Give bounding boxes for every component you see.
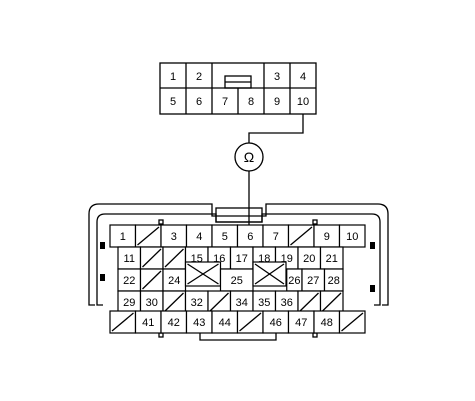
- main-pin-r5-3-label: 42: [168, 317, 180, 329]
- main-pin-r4-6: 34: [229, 290, 254, 314]
- top-pin-2: 2: [196, 71, 202, 83]
- main-pin-28: 28: [323, 268, 344, 292]
- main-pin-r1-6-label: 6: [247, 231, 253, 243]
- main-pin-r1-7-label: 7: [273, 231, 279, 243]
- main-pin-26: 26: [286, 268, 303, 292]
- main-pin-22: 22: [117, 268, 142, 292]
- top-pin-6: 6: [196, 96, 202, 108]
- top-pin-8: 8: [248, 96, 254, 108]
- main-pin-r1-1: 1: [109, 224, 137, 248]
- main-pin-r2-blank-1: [139, 246, 164, 270]
- top-pin-7: 7: [222, 96, 228, 108]
- main-pin-r2-17: 17: [229, 246, 254, 270]
- main-pin-r5-4-label: 43: [193, 317, 205, 329]
- main-pin-r1-9: 9: [313, 224, 341, 248]
- main-pin-r1-9-label: 9: [324, 231, 330, 243]
- main-pin-r1-7: 7: [262, 224, 290, 248]
- main-pin-r5-10: [338, 310, 366, 334]
- main-x-block-left: [184, 261, 222, 287]
- main-pin-r4-10: [319, 290, 344, 314]
- main-pin-r1-8: [287, 224, 315, 248]
- top-pin-3: 3: [274, 71, 280, 83]
- main-pin-r1-4: 4: [185, 224, 213, 248]
- main-pin-r5-5-label: 44: [219, 317, 231, 329]
- main-pin-r1-10-label: 10: [346, 231, 358, 243]
- main-pin-r4-4-label: 32: [191, 297, 203, 309]
- main-pin-r4-5: [207, 290, 232, 314]
- main-pin-r2-21-label: 21: [326, 253, 338, 265]
- main-pin-25: 25: [219, 268, 254, 292]
- main-pin-r1-1-label: 1: [120, 231, 126, 243]
- main-pin-r4-9: [297, 290, 322, 314]
- main-pin-r4-1: 29: [117, 290, 142, 314]
- main-pin-r4-7-label: 35: [258, 297, 270, 309]
- top-pin-4: 4: [300, 71, 306, 83]
- top-pin-10: 10: [297, 96, 309, 108]
- outer-shroud: [88, 203, 389, 306]
- main-pin-r1-2: [134, 224, 162, 248]
- main-connector-housing: [88, 203, 389, 341]
- main-pin-r5-8: 47: [287, 310, 315, 334]
- top-pin-9: 9: [274, 96, 280, 108]
- main-pin-r2-blank-2: [162, 246, 187, 270]
- main-pin-r5-3: 42: [160, 310, 188, 334]
- main-pin-27-label: 27: [307, 275, 319, 287]
- main-pin-r5-6: [236, 310, 264, 334]
- main-pin-27: 27: [301, 268, 326, 292]
- main-pin-r5-7-label: 46: [270, 317, 282, 329]
- main-connector-bottom-key: [199, 333, 277, 341]
- main-pin-r2-17-label: 17: [236, 253, 248, 265]
- main-connector-latch: [215, 207, 263, 223]
- main-pin-r2-21: 21: [319, 246, 344, 270]
- main-pin-r5-5: 44: [211, 310, 239, 334]
- top-pin-1: 1: [170, 71, 176, 83]
- shield-omega-icon: Ω: [244, 149, 254, 165]
- main-pin-22-label: 22: [123, 275, 135, 287]
- main-pin-r4-1-label: 29: [123, 297, 135, 309]
- top-pin-5: 5: [170, 96, 176, 108]
- wire-from-top-pin-10: [248, 114, 304, 143]
- shielded-wire: Ω: [234, 114, 304, 236]
- main-pin-r1-5-label: 5: [222, 231, 228, 243]
- main-x-block-right: [252, 261, 287, 287]
- main-pin-r2-20: 20: [297, 246, 322, 270]
- top-connector: 1 2 3 4 5 6 7 8 9 10: [159, 62, 317, 115]
- main-pin-r4-7: 35: [252, 290, 277, 314]
- main-pin-r5-9-label: 48: [321, 317, 333, 329]
- main-pin-11: 11: [117, 246, 142, 270]
- main-pin-r3-blank-1: [139, 268, 164, 292]
- main-pin-28-label: 28: [328, 275, 340, 287]
- main-pin-r1-3: 3: [160, 224, 188, 248]
- main-pin-r4-4: 32: [184, 290, 209, 314]
- main-pin-r1-4-label: 4: [196, 231, 202, 243]
- main-pin-r5-9: 48: [313, 310, 341, 334]
- main-pin-r5-8-label: 47: [295, 317, 307, 329]
- main-pin-r1-6: 6: [236, 224, 264, 248]
- main-pin-r5-7: 46: [262, 310, 290, 334]
- main-pin-r4-6-label: 34: [236, 297, 248, 309]
- main-pin-r1-5: 5: [211, 224, 239, 248]
- main-pin-r5-2: 41: [134, 310, 162, 334]
- main-pin-r2-20-label: 20: [303, 253, 315, 265]
- main-pin-24-label: 24: [168, 275, 180, 287]
- main-pin-r4-8: 36: [274, 290, 299, 314]
- main-pin-r4-8-label: 36: [281, 297, 293, 309]
- main-pin-r5-4: 43: [185, 310, 213, 334]
- main-pin-r5-2-label: 41: [142, 317, 154, 329]
- main-pin-r1-3-label: 3: [171, 231, 177, 243]
- main-pin-24: 24: [162, 268, 187, 292]
- main-pin-26-label: 26: [288, 275, 300, 287]
- main-pin-r5-1: [109, 310, 137, 334]
- main-pin-r4-2-label: 30: [146, 297, 158, 309]
- main-pin-r1-10: 10: [338, 224, 366, 248]
- main-pin-11-label: 11: [124, 253, 135, 265]
- main-pin-r4-2: 30: [139, 290, 164, 314]
- main-pin-25-label: 25: [231, 275, 243, 287]
- main-pin-r4-3: [162, 290, 187, 314]
